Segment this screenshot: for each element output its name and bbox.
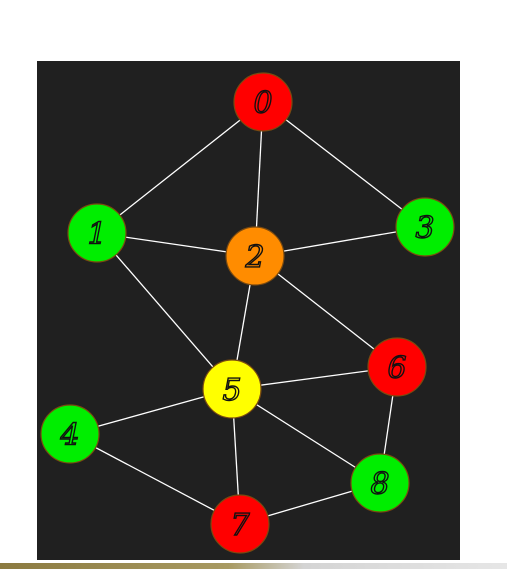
- node-8: 8: [350, 453, 410, 513]
- node-4: 4: [40, 404, 100, 464]
- bottom-strip: [0, 563, 507, 569]
- node-0: 0: [233, 72, 293, 132]
- edge-0-1: [96, 101, 264, 234]
- node-label-1: 1: [87, 217, 106, 252]
- node-label-2: 2: [244, 240, 264, 275]
- node-circle-7: [210, 494, 270, 554]
- node-7: 7: [210, 494, 270, 554]
- node-label-5: 5: [222, 373, 241, 408]
- node-circle-8: [350, 453, 410, 513]
- node-circle-5: [202, 359, 262, 419]
- nodes-layer: 0 1 2 3 4 5 6 7 8: [40, 72, 455, 554]
- node-label-6: 6: [387, 351, 406, 386]
- node-label-8: 8: [370, 467, 389, 502]
- node-label-3: 3: [415, 211, 434, 246]
- node-6: 6: [367, 337, 427, 397]
- node-1: 1: [67, 203, 127, 263]
- edge-1-5: [96, 232, 233, 390]
- node-3: 3: [395, 197, 455, 257]
- edge-0-3: [262, 101, 426, 228]
- node-circle-2: [225, 226, 285, 286]
- edge-4-7: [69, 433, 241, 525]
- node-2: 2: [225, 226, 285, 286]
- node-5: 5: [202, 359, 262, 419]
- node-circle-1: [67, 203, 127, 263]
- edge-2-6: [254, 255, 398, 368]
- node-circle-6: [367, 337, 427, 397]
- node-circle-0: [233, 72, 293, 132]
- node-label-0: 0: [253, 86, 272, 121]
- node-label-4: 4: [59, 418, 79, 453]
- node-label-7: 7: [230, 508, 250, 543]
- node-circle-4: [40, 404, 100, 464]
- node-circle-3: [395, 197, 455, 257]
